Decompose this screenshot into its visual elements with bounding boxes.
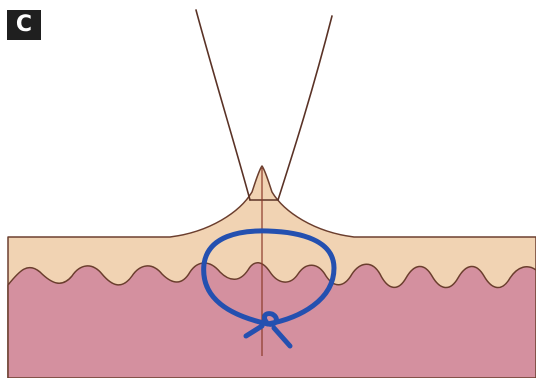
dermis-layer bbox=[8, 263, 536, 378]
panel-label: C bbox=[7, 10, 41, 40]
